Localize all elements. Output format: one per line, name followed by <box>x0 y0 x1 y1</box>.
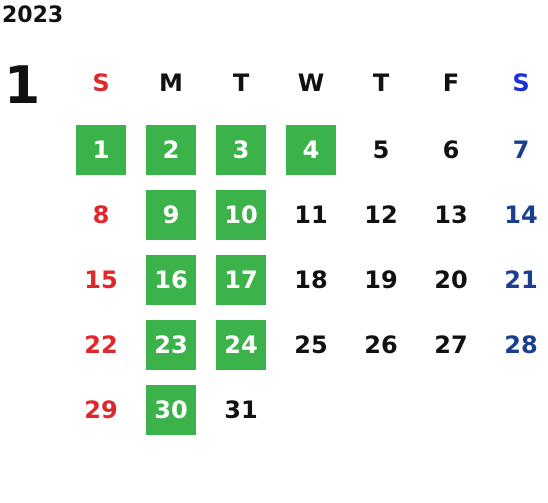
month-number: 1 <box>4 56 41 116</box>
calendar-day-2[interactable]: 2 <box>146 125 196 175</box>
calendar-day-21[interactable]: 21 <box>504 266 538 294</box>
calendar-day-17[interactable]: 17 <box>216 255 266 305</box>
weekday-header-0: S <box>92 69 110 97</box>
calendar-day-3[interactable]: 3 <box>216 125 266 175</box>
calendar-day-11[interactable]: 11 <box>294 201 328 229</box>
calendar-day-6[interactable]: 6 <box>442 136 460 164</box>
calendar-day-22[interactable]: 22 <box>84 331 118 359</box>
calendar-day-13[interactable]: 13 <box>434 201 468 229</box>
calendar-day-7[interactable]: 7 <box>512 136 530 164</box>
calendar-day-15[interactable]: 15 <box>84 266 118 294</box>
calendar-day-20[interactable]: 20 <box>434 266 468 294</box>
calendar-day-10[interactable]: 10 <box>216 190 266 240</box>
calendar-day-9[interactable]: 9 <box>146 190 196 240</box>
calendar-day-28[interactable]: 28 <box>504 331 538 359</box>
calendar-day-24[interactable]: 24 <box>216 320 266 370</box>
calendar-day-19[interactable]: 19 <box>364 266 398 294</box>
calendar-day-29[interactable]: 29 <box>84 396 118 424</box>
calendar-day-12[interactable]: 12 <box>364 201 398 229</box>
calendar-day-26[interactable]: 26 <box>364 331 398 359</box>
calendar-day-31[interactable]: 31 <box>224 396 258 424</box>
calendar-day-8[interactable]: 8 <box>92 201 110 229</box>
calendar-day-30[interactable]: 30 <box>146 385 196 435</box>
year-label: 2023 <box>2 3 64 28</box>
weekday-header-2: T <box>232 69 250 97</box>
weekday-header-4: T <box>372 69 390 97</box>
weekday-header-6: S <box>512 69 530 97</box>
calendar-day-27[interactable]: 27 <box>434 331 468 359</box>
calendar-day-16[interactable]: 16 <box>146 255 196 305</box>
calendar-day-23[interactable]: 23 <box>146 320 196 370</box>
weekday-header-1: M <box>159 69 183 97</box>
calendar-day-4[interactable]: 4 <box>286 125 336 175</box>
weekday-header-5: F <box>442 69 460 97</box>
calendar-day-1[interactable]: 1 <box>76 125 126 175</box>
calendar-day-5[interactable]: 5 <box>372 136 390 164</box>
weekday-header-3: W <box>297 69 325 97</box>
calendar-day-14[interactable]: 14 <box>504 201 538 229</box>
calendar-day-18[interactable]: 18 <box>294 266 328 294</box>
calendar-day-25[interactable]: 25 <box>294 331 328 359</box>
